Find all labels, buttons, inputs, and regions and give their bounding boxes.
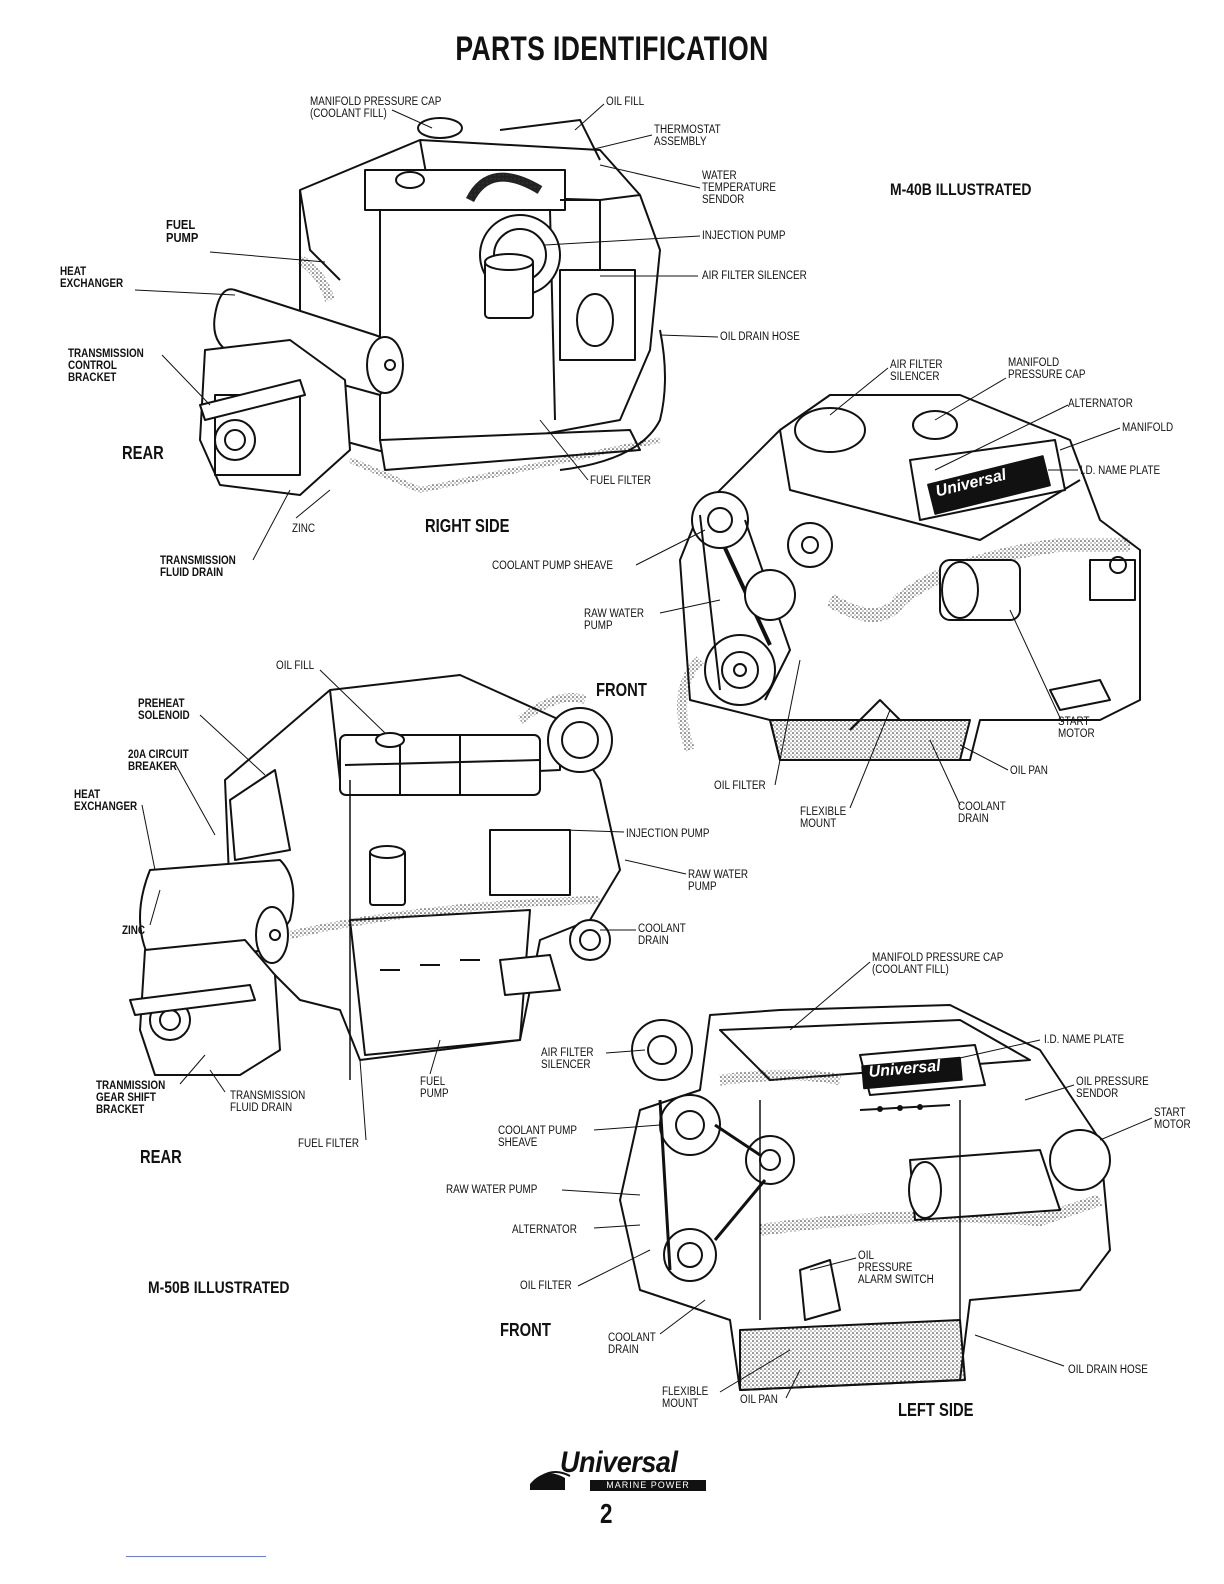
label-zinc: ZINC <box>122 925 146 937</box>
logo-brand: Universal <box>560 1446 678 1479</box>
label-oil-filter: OIL FILTER <box>520 1280 572 1292</box>
label-fuel-pump: FUEL PUMP <box>420 1076 449 1100</box>
engine-m40b-right-side <box>199 117 666 496</box>
label-raw-water-pump: RAW WATER PUMP <box>688 869 749 893</box>
label-circuit-breaker: 20A CIRCUIT BREAKER <box>128 749 189 773</box>
label-id-name-plate: I.D. NAME PLATE <box>1080 465 1161 477</box>
engine-m40b-front <box>677 394 1141 761</box>
label-transmission-fluid-drain: TRANSMISSION FLUID DRAIN <box>160 555 236 579</box>
label-alternator: ALTERNATOR <box>1068 398 1133 410</box>
model-heading-m50b: M-50B ILLUSTRATED <box>148 1278 290 1297</box>
label-manifold-pressure-cap: MANIFOLD PRESSURE CAP <box>1008 357 1086 381</box>
label-oil-pan: OIL PAN <box>740 1394 778 1406</box>
wave-icon <box>530 1471 571 1490</box>
view-label-left-side: LEFT SIDE <box>898 1400 974 1420</box>
label-alternator: ALTERNATOR <box>512 1224 577 1236</box>
label-fuel-filter: FUEL FILTER <box>298 1138 360 1150</box>
label-coolant-drain: COOLANT DRAIN <box>608 1332 656 1356</box>
label-oil-pan: OIL PAN <box>1010 765 1048 777</box>
label-manifold-pressure-cap: MANIFOLD PRESSURE CAP (COOLANT FILL) <box>872 952 1004 976</box>
label-manifold-pressure-cap: MANIFOLD PRESSURE CAP (COOLANT FILL) <box>310 96 442 120</box>
label-air-filter-silencer: AIR FILTER SILENCER <box>702 270 807 282</box>
label-oil-fill: OIL FILL <box>606 96 645 108</box>
label-coolant-pump-sheave: COOLANT PUMP SHEAVE <box>498 1125 577 1149</box>
label-injection-pump: INJECTION PUMP <box>702 230 786 242</box>
logo-tagline: MARINE POWER <box>590 1480 706 1491</box>
label-heat-exchanger: HEAT EXCHANGER <box>74 789 138 813</box>
view-label-right-side: RIGHT SIDE <box>425 516 510 536</box>
label-start-motor: START MOTOR <box>1058 716 1095 740</box>
label-coolant-drain: COOLANT DRAIN <box>958 801 1006 825</box>
label-oil-pressure-sendor: OIL PRESSURE SENDOR <box>1076 1076 1149 1100</box>
label-oil-pressure-alarm-switch: OIL PRESSURE ALARM SWITCH <box>858 1250 934 1286</box>
label-transmission-control-bracket: TRANSMISSION CONTROL BRACKET <box>68 348 144 384</box>
label-gear-shift-bracket: TRANMISSION GEAR SHIFT BRACKET <box>96 1080 166 1116</box>
label-fuel-pump: FUEL PUMP <box>166 217 199 245</box>
view-label-rear-top: REAR <box>122 443 164 463</box>
label-flexible-mount: FLEXIBLE MOUNT <box>662 1386 709 1410</box>
engine-m50b-left-side <box>619 1004 1111 1391</box>
label-zinc: ZINC <box>292 523 316 535</box>
label-injection-pump: INJECTION PUMP <box>626 828 710 840</box>
label-air-filter-silencer: AIR FILTER SILENCER <box>890 359 943 383</box>
label-raw-water-pump: RAW WATER PUMP <box>584 608 645 632</box>
label-fuel-filter: FUEL FILTER <box>590 475 652 487</box>
label-start-motor: START MOTOR <box>1154 1107 1191 1131</box>
label-preheat-solenoid: PREHEAT SOLENOID <box>138 698 190 722</box>
page-number: 2 <box>600 1498 613 1529</box>
footer-divider <box>126 1556 266 1557</box>
model-heading-m40b: M-40B ILLUSTRATED <box>890 180 1032 199</box>
label-coolant-drain: COOLANT DRAIN <box>638 923 686 947</box>
view-label-front-bottom: FRONT <box>500 1320 551 1340</box>
label-air-filter-silencer: AIR FILTER SILENCER <box>541 1047 594 1071</box>
label-oil-drain-hose: OIL DRAIN HOSE <box>720 331 800 343</box>
view-label-rear-bottom: REAR <box>140 1147 182 1167</box>
label-flexible-mount: FLEXIBLE MOUNT <box>800 806 847 830</box>
label-raw-water-pump: RAW WATER PUMP <box>446 1184 538 1196</box>
label-oil-filter: OIL FILTER <box>714 780 766 792</box>
page-title: PARTS IDENTIFICATION <box>455 30 769 68</box>
label-transmission-fluid-drain: TRANSMISSION FLUID DRAIN <box>230 1090 306 1114</box>
engine-m50b-rear <box>129 674 621 1080</box>
universal-logo: Universal MARINE POWER <box>520 1446 710 1492</box>
label-id-name-plate: I.D. NAME PLATE <box>1044 1034 1125 1046</box>
label-oil-fill: OIL FILL <box>276 660 315 672</box>
label-manifold: MANIFOLD <box>1122 422 1174 434</box>
label-oil-drain-hose: OIL DRAIN HOSE <box>1068 1364 1148 1376</box>
label-thermostat-assembly: THERMOSTAT ASSEMBLY <box>654 124 721 148</box>
label-water-temperature-sendor: WATER TEMPERATURE SENDOR <box>702 170 777 206</box>
label-coolant-pump-sheave: COOLANT PUMP SHEAVE <box>492 560 613 572</box>
leader-lines <box>134 103 1153 1399</box>
view-label-front-top: FRONT <box>596 680 647 700</box>
label-heat-exchanger: HEAT EXCHANGER <box>60 266 124 290</box>
